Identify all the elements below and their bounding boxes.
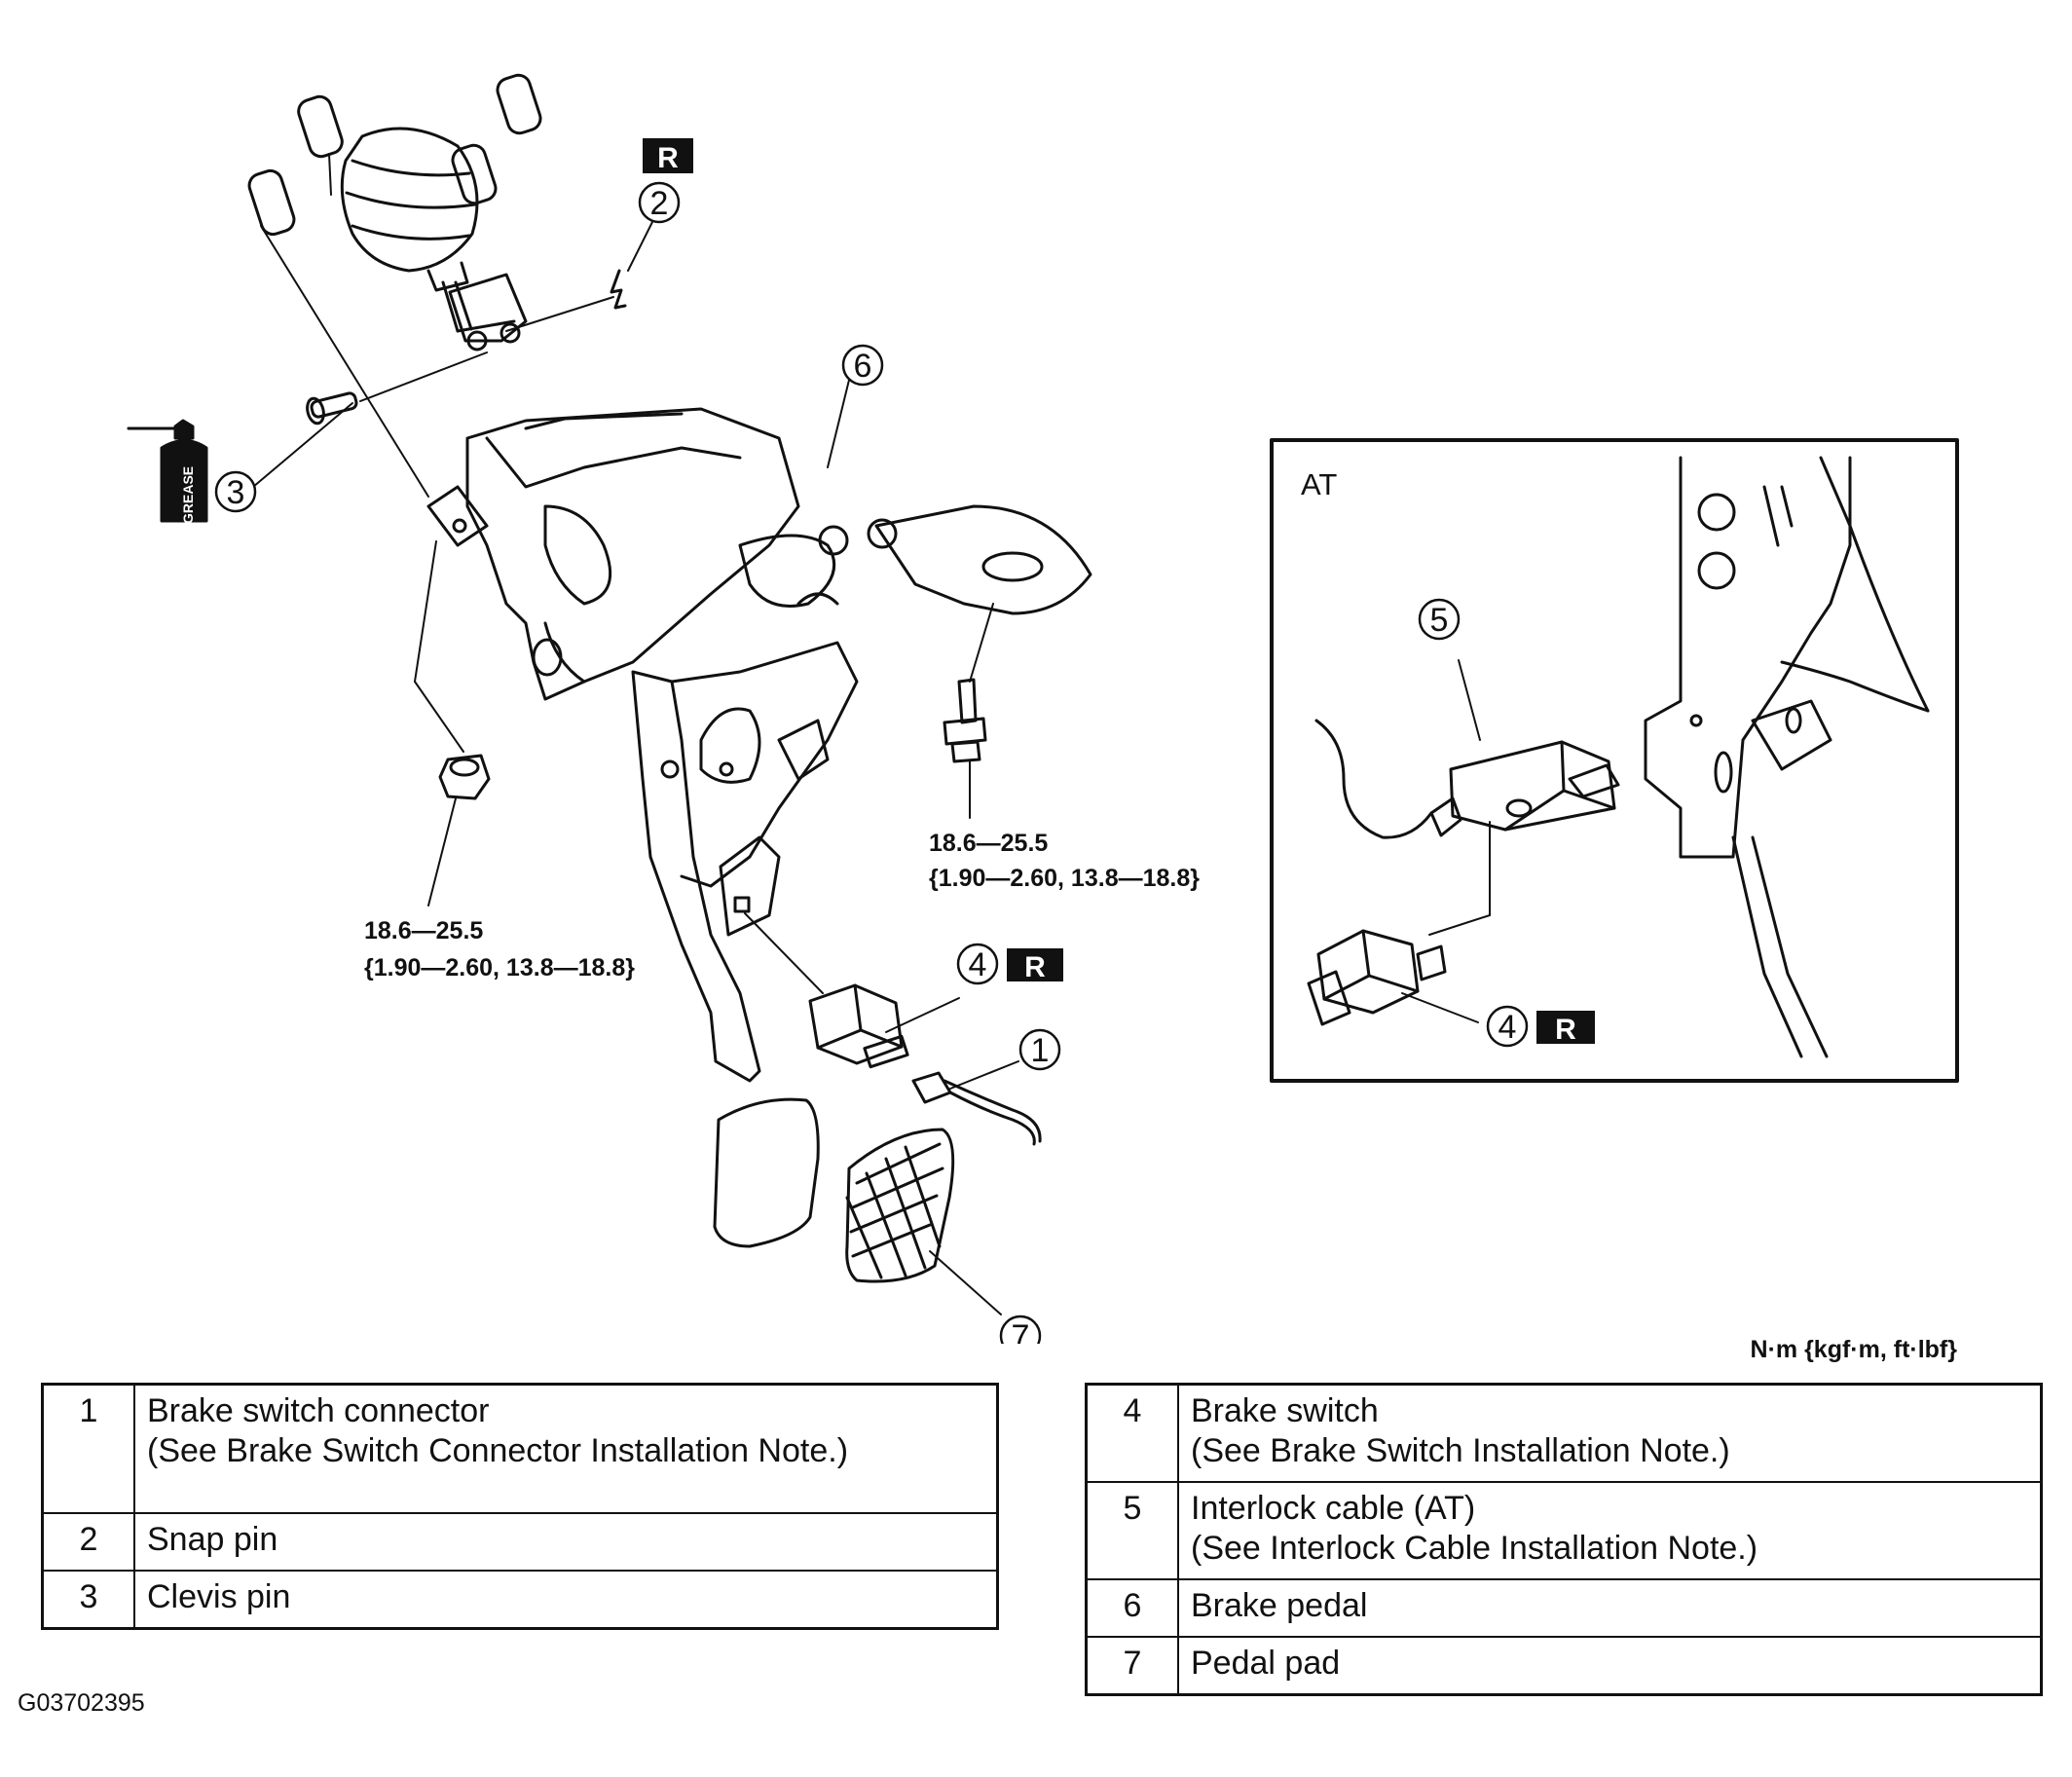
part-number: 6: [1085, 1578, 1179, 1638]
brake-switch: [808, 983, 909, 1069]
part-description: Brake switch connector (See Brake Switch…: [133, 1383, 999, 1514]
brake-switch-connector: [911, 1071, 1042, 1146]
part-note: (See Brake Switch Connector Installation…: [147, 1432, 849, 1469]
part-name: Brake switch connector: [147, 1392, 490, 1429]
callout-4: 4: [969, 946, 987, 983]
part-description: Brake switch (See Brake Switch Installat…: [1177, 1383, 2043, 1483]
part-note: (See Interlock Cable Installation Note.): [1191, 1530, 1758, 1567]
part-description: Snap pin: [133, 1511, 999, 1572]
bolt: [943, 678, 987, 763]
part-name: Brake pedal: [1191, 1587, 1368, 1624]
part-name: Brake switch: [1191, 1392, 1379, 1429]
callout-2: 2: [650, 185, 669, 222]
torque-right-line2: {1.90—2.60, 13.8—18.8}: [929, 865, 1200, 892]
pedal-pad-part: [845, 1128, 955, 1283]
part-number: 3: [41, 1569, 135, 1629]
torque-left-line1: 18.6—25.5: [364, 917, 483, 944]
table-row: 1 Brake switch connector (See Brake Swit…: [41, 1383, 999, 1514]
callout-3: 3: [227, 474, 245, 511]
part-number: 2: [41, 1511, 135, 1572]
replace-badge-2: R: [643, 138, 693, 174]
part-name: Pedal pad: [1191, 1645, 1341, 1682]
inset-label-at: AT: [1301, 467, 1337, 501]
part-number: 1: [41, 1383, 135, 1514]
replace-badge-4-inset: R: [1536, 1011, 1595, 1046]
part-description: Clevis pin: [133, 1569, 999, 1629]
callout-6: 6: [854, 348, 872, 385]
figure-code: G03702395: [18, 1689, 145, 1717]
torque-units-label: N·m {kgf·m, ft·lbf}: [1750, 1336, 1957, 1363]
callout-circle-6: [841, 344, 884, 387]
table-row: 5 Interlock cable (AT) (See Interlock Ca…: [1085, 1481, 2043, 1580]
svg-text:R: R: [1555, 1014, 1576, 1046]
table-row: 4 Brake switch (See Brake Switch Install…: [1085, 1383, 2043, 1483]
table-row: 3 Clevis pin: [41, 1569, 999, 1629]
brake-pedal-arm: [631, 641, 859, 1083]
table-row: 7 Pedal pad: [1085, 1636, 2043, 1696]
grease-can: [127, 419, 208, 523]
callout-circle-3: [214, 470, 257, 513]
table-row: 2 Snap pin: [41, 1511, 999, 1572]
exploded-view-diagram: GREASE: [127, 73, 1959, 1344]
grease-label: GREASE: [180, 466, 196, 524]
parts-table-right: 4 Brake switch (See Brake Switch Install…: [1085, 1383, 2043, 1696]
pedal-pad-on-pedal: [713, 1097, 820, 1248]
nut: [438, 754, 491, 800]
callout-circle-2: [638, 181, 681, 224]
callout-circle-7: [999, 1314, 1042, 1344]
clevis-pin: [306, 391, 358, 426]
pedal-bracket: [426, 407, 1092, 701]
at-inset-drawing: [1307, 456, 1930, 1058]
parts-table-left: 1 Brake switch connector (See Brake Swit…: [41, 1383, 999, 1630]
callout-circle-4: [956, 943, 999, 985]
callout-5: 5: [1430, 602, 1449, 639]
replace-badge-4: R: [1007, 948, 1063, 983]
part-description: Interlock cable (AT) (See Interlock Cabl…: [1177, 1481, 2043, 1580]
callout-4-inset: 4: [1498, 1009, 1517, 1046]
pushrod-boot-assembly: [247, 73, 542, 352]
part-number: 7: [1085, 1636, 1179, 1696]
snap-pin: [610, 269, 627, 310]
part-name: Snap pin: [147, 1520, 278, 1558]
table-row: 6 Brake pedal: [1085, 1578, 2043, 1638]
part-description: Pedal pad: [1177, 1636, 2043, 1696]
part-name: Interlock cable (AT): [1191, 1490, 1476, 1527]
svg-text:R: R: [657, 142, 679, 174]
callout-circle-4-inset: [1486, 1005, 1529, 1048]
part-number: 5: [1085, 1481, 1179, 1580]
part-number: 4: [1085, 1383, 1179, 1483]
callout-circle-1: [1018, 1028, 1061, 1071]
callout-circle-5: [1418, 598, 1461, 641]
part-description: Brake pedal: [1177, 1578, 2043, 1638]
torque-left-line2: {1.90—2.60, 13.8—18.8}: [364, 954, 635, 981]
part-name: Clevis pin: [147, 1577, 291, 1615]
callout-7: 7: [1012, 1318, 1030, 1344]
part-note: (See Brake Switch Installation Note.): [1191, 1432, 1730, 1469]
at-inset-frame: [1270, 438, 1959, 1083]
svg-text:R: R: [1024, 951, 1046, 983]
callout-1: 1: [1031, 1032, 1050, 1069]
torque-right-line1: 18.6—25.5: [929, 830, 1048, 857]
